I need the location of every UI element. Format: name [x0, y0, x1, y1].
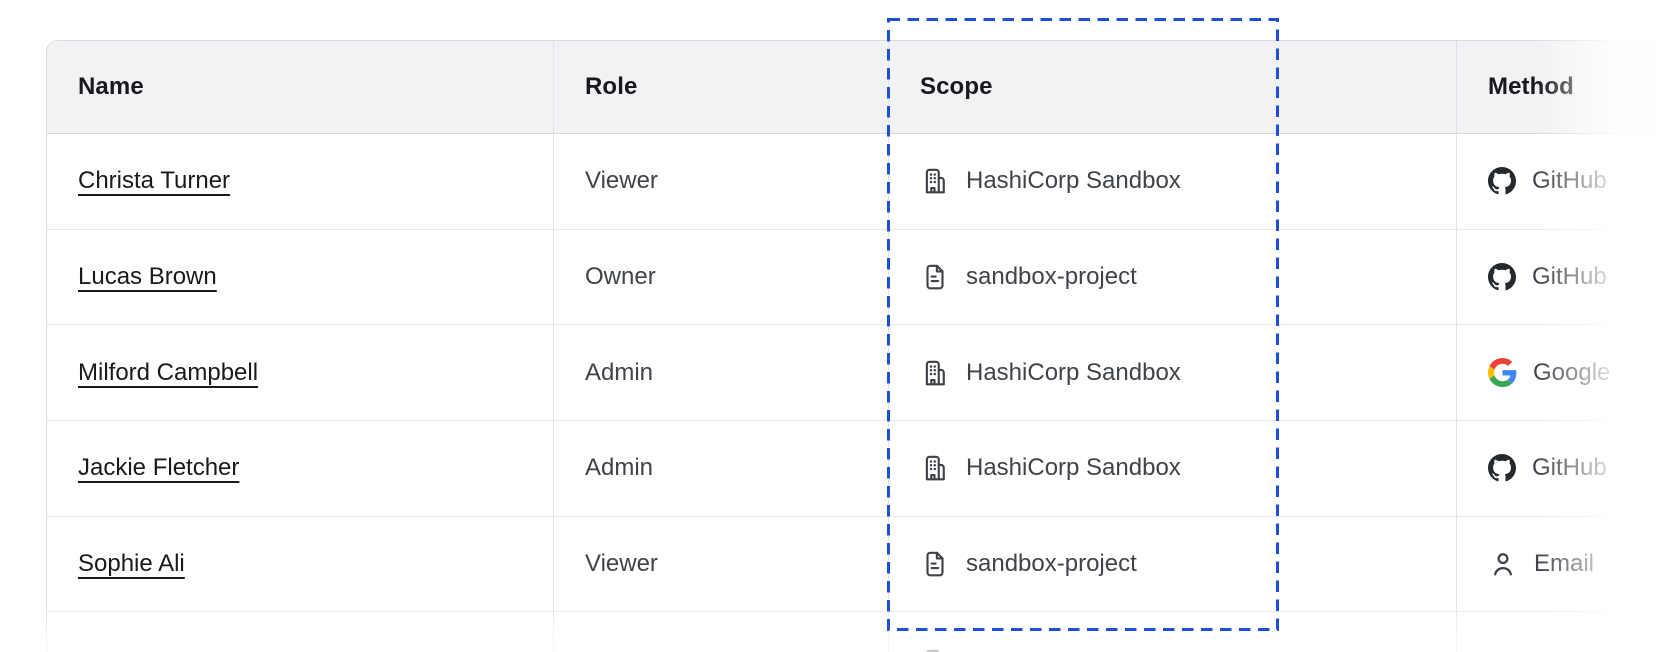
- member-name-link[interactable]: Jackie Fletcher: [78, 454, 240, 482]
- scope-value: HashiCorp Sandbox: [966, 454, 1181, 482]
- table-row: Christa Turner Viewer HashiCorp Sandbox …: [47, 134, 1672, 230]
- role-cell: Viewer: [554, 516, 889, 612]
- file-icon: [920, 262, 950, 292]
- table-row: Lucas Brown Owner sandbox-project GitHub: [47, 229, 1672, 326]
- name-cell: Christa Turner: [47, 134, 554, 229]
- name-cell: Milford Campbell: [47, 325, 554, 421]
- member-name-link[interactable]: Milford Campbell: [78, 358, 259, 386]
- scope-cell: sandbox-project: [889, 229, 1457, 325]
- name-cell: Jackie Fletcher: [47, 421, 554, 516]
- person-icon: [1488, 549, 1518, 579]
- github-icon: [1488, 263, 1516, 291]
- name-cell: Sophie Ali: [47, 516, 554, 612]
- method-cell: [1457, 612, 1672, 652]
- scope-cell: HashiCorp Sandbox: [889, 421, 1457, 516]
- scope-value: HashiCorp Sandbox: [966, 167, 1181, 195]
- scope-cell: HashiCorp Sandbox: [889, 134, 1457, 229]
- method-cell: GitHub: [1457, 421, 1672, 516]
- column-header-role-label: Role: [585, 73, 638, 100]
- github-icon: [1488, 454, 1516, 482]
- method-value: Google: [1533, 358, 1611, 386]
- member-name-link[interactable]: Lucas Brown: [78, 263, 217, 291]
- building-icon: [920, 453, 950, 483]
- column-header-role[interactable]: Role: [554, 41, 889, 133]
- scope-value: sandbox-project: [966, 263, 1137, 291]
- column-header-name-label: Name: [78, 73, 144, 100]
- method-value: GitHub: [1532, 454, 1607, 482]
- column-header-name[interactable]: Name: [47, 41, 554, 133]
- table-row: Jackie Fletcher Admin HashiCorp Sandbox …: [47, 421, 1672, 517]
- role-cell: Admin: [554, 325, 889, 421]
- google-icon: [1488, 358, 1517, 388]
- scope-cell: sandbox-project: [889, 516, 1457, 612]
- method-value: GitHub: [1532, 167, 1607, 195]
- method-cell: GitHub: [1457, 230, 1672, 325]
- name-cell: Lucas Brown: [47, 229, 554, 325]
- table-row: Sophie Ali Viewer sandbox-project Email: [47, 516, 1672, 613]
- building-icon: [920, 647, 950, 652]
- method-value: GitHub: [1532, 263, 1607, 291]
- role-cell: [554, 612, 889, 652]
- scope-cell: [889, 612, 1457, 652]
- role-cell: Admin: [554, 421, 889, 516]
- file-icon: [920, 549, 950, 579]
- method-value: Email: [1534, 550, 1595, 578]
- building-icon: [920, 358, 950, 388]
- role-value: Admin: [585, 454, 654, 482]
- github-icon: [1488, 167, 1516, 195]
- column-header-scope-label: Scope: [920, 73, 993, 100]
- role-cell: Owner: [554, 229, 889, 325]
- building-icon: [920, 166, 950, 196]
- role-value: Viewer: [585, 550, 658, 578]
- table-row: Milford Campbell Admin HashiCorp Sandbox…: [47, 325, 1672, 422]
- column-header-method[interactable]: Method: [1457, 41, 1672, 133]
- method-cell: GitHub: [1457, 134, 1672, 229]
- column-header-scope[interactable]: Scope: [889, 41, 1457, 133]
- column-header-method-label: Method: [1488, 73, 1574, 100]
- role-value: Owner: [585, 263, 656, 291]
- scope-cell: HashiCorp Sandbox: [889, 325, 1457, 421]
- role-cell: Viewer: [554, 134, 889, 229]
- member-name-link[interactable]: Christa Turner: [78, 167, 231, 195]
- table-header-row: Name Role Scope Method: [47, 41, 1672, 134]
- name-cell: [47, 612, 554, 652]
- members-table: Name Role Scope Method Christa Turner Vi…: [46, 40, 1672, 652]
- scope-value: sandbox-project: [966, 550, 1137, 578]
- role-value: Admin: [585, 358, 654, 386]
- method-cell: Email: [1457, 517, 1672, 612]
- method-cell: Google: [1457, 325, 1672, 420]
- role-value: Viewer: [585, 167, 658, 195]
- table-row-partial: [47, 612, 1672, 652]
- scope-value: HashiCorp Sandbox: [966, 358, 1181, 386]
- member-name-link[interactable]: Sophie Ali: [78, 550, 185, 578]
